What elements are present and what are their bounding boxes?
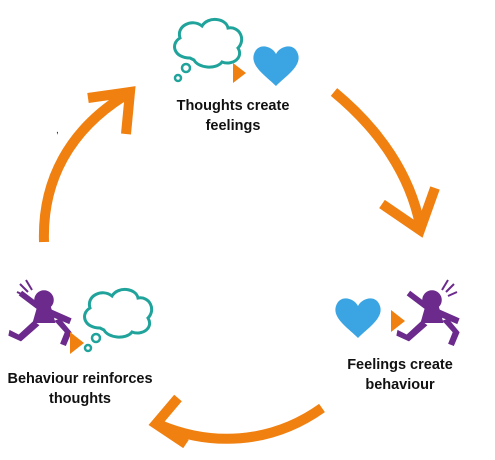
label-left-line2: thoughts bbox=[48, 391, 111, 407]
label-behaviour-reinforces-thoughts: Behaviour reinforces thoughts bbox=[0, 369, 160, 409]
motion-lines bbox=[441, 279, 458, 297]
right-stage-icons bbox=[335, 290, 460, 346]
thought-bubble-icon bbox=[173, 18, 244, 83]
left-stage-icons bbox=[8, 288, 154, 354]
label-thoughts-create-feelings: Thoughts create feelings bbox=[158, 96, 308, 136]
heart-icon bbox=[335, 298, 381, 338]
arrow-top-to-right bbox=[330, 88, 425, 226]
label-right-line2: behaviour bbox=[365, 377, 435, 393]
motion-lines bbox=[16, 279, 33, 297]
jumping-person-icon bbox=[8, 290, 72, 346]
thought-bubble-icon bbox=[83, 288, 154, 353]
label-top-line2: feelings bbox=[205, 118, 261, 134]
arrow-head-top-to-right bbox=[379, 186, 440, 238]
label-left-line1: Behaviour reinforces bbox=[7, 371, 153, 387]
triangle-arrow-icon bbox=[233, 63, 246, 83]
arrow-right-to-left bbox=[158, 403, 325, 444]
arrow-left-to-top bbox=[38, 91, 127, 243]
heart-icon bbox=[253, 46, 299, 86]
label-feelings-create-behaviour: Feelings create behaviour bbox=[330, 355, 470, 395]
arrow-head-right-to-left bbox=[148, 394, 189, 449]
stray-mark: , bbox=[56, 125, 59, 136]
triangle-arrow-icon bbox=[70, 332, 84, 354]
top-stage-icons bbox=[173, 18, 299, 86]
arrow-head-left-to-top bbox=[87, 86, 136, 135]
triangle-arrow-icon bbox=[391, 310, 405, 332]
label-top-line1: Thoughts create bbox=[176, 98, 290, 114]
jumping-person-icon bbox=[396, 290, 460, 346]
label-right-line1: Feelings create bbox=[347, 357, 453, 373]
